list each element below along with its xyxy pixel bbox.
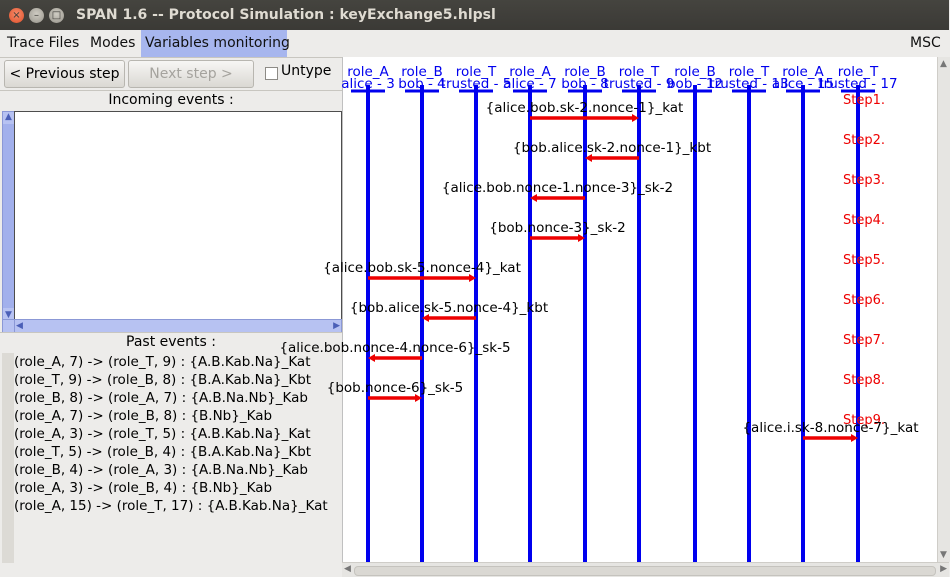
role-name: role_A [509,64,551,80]
message-label: {alice.bob.nonce-1.nonce-3}_sk-2 [442,180,673,196]
past-event-item[interactable]: (role_T, 5) -> (role_B, 4) : {B.A.Kab.Na… [14,444,312,460]
agent-label: alice - 15 [772,76,834,92]
agent-label: alice - 7 [503,76,557,92]
scroll-up-icon[interactable]: ▲ [940,59,947,69]
role-name: role_T [838,64,879,80]
incoming-horizontal-scrollbar[interactable]: ◀ ▶ [14,319,342,333]
past-event-item[interactable]: (role_T, 9) -> (role_B, 8) : {B.A.Kab.Na… [14,372,312,388]
scroll-left-icon[interactable]: ◀ [344,564,351,574]
agent-label: bob - 8 [561,76,608,92]
scroll-left-icon[interactable]: ◀ [16,321,23,331]
previous-step-button[interactable]: < Previous step [4,60,125,88]
role-name: role_B [401,64,443,80]
message-label: {alice.bob.nonce-4.nonce-6}_sk-5 [279,340,510,356]
next-step-button[interactable]: Next step > [128,60,254,88]
arrowhead [578,234,585,242]
menu-variables-monitoring[interactable]: Variables monitoring [141,30,290,57]
message-label: {bob.alice.sk-5.nonce-4}_kbt [350,300,548,316]
menu-modes[interactable]: Modes [90,35,136,51]
window-title: SPAN 1.6 -- Protocol Simulation : keyExc… [76,7,496,23]
close-icon[interactable]: × [9,8,24,23]
scroll-thumb[interactable] [354,566,936,576]
arrowhead [530,194,537,202]
title-bar: × – □ SPAN 1.6 -- Protocol Simulation : … [0,0,949,32]
maximize-icon[interactable]: □ [49,8,64,23]
step-label: Step4. [843,213,885,228]
role-name: role_T [619,64,660,80]
scroll-up-icon[interactable]: ▲ [5,112,12,122]
step-label: Step6. [843,293,885,308]
arrowhead [469,274,476,282]
msc-vertical-scrollbar[interactable]: ▲ ▼ [937,57,950,562]
message-label: {bob.nonce-6}_sk-5 [327,380,464,396]
agent-label: trusted - 9 [604,76,675,92]
past-events-label: Past events : [126,334,216,350]
role-name: role_B [674,64,716,80]
untype-label: Untype [281,63,332,79]
scroll-right-icon[interactable]: ▶ [940,564,947,574]
divider [0,90,342,91]
message-label: {bob.alice.sk-2.nonce-1}_kbt [513,140,711,156]
past-event-item[interactable]: (role_A, 7) -> (role_B, 8) : {B.Nb}_Kab [14,408,273,424]
past-event-item[interactable]: (role_A, 15) -> (role_T, 17) : {A.B.Kab.… [14,498,328,514]
scroll-down-icon[interactable]: ▼ [5,310,12,320]
agent-label: alice - 3 [341,76,395,92]
step-label: Step9. [843,413,885,428]
arrowhead [422,314,429,322]
message-label: {bob.nonce-3}_sk-2 [489,220,626,236]
message-label: {alice.bob.sk-2.nonce-1}_kat [486,100,684,116]
agent-label: bob - 4 [398,76,445,92]
untype-checkbox[interactable] [265,67,278,80]
past-event-item[interactable]: (role_A, 7) -> (role_T, 9) : {A.B.Kab.Na… [14,354,311,370]
arrowhead [415,394,422,402]
agent-label: trusted - 5 [441,76,512,92]
agent-label: trusted - 17 [818,76,897,92]
role-name: role_A [347,64,389,80]
role-name: role_B [564,64,606,80]
past-event-item[interactable]: (role_B, 8) -> (role_A, 7) : {A.B.Na.Nb}… [14,390,309,406]
agent-label: bob - 12 [667,76,723,92]
menu-msc[interactable]: MSC [910,35,941,51]
step-label: Step3. [843,173,885,188]
arrowhead [368,354,375,362]
step-label: Step1. [843,93,885,108]
step-label: Step7. [843,333,885,348]
incoming-events-list[interactable] [14,111,342,321]
past-events-list[interactable]: (role_A, 7) -> (role_T, 9) : {A.B.Kab.Na… [14,353,342,515]
role-name: role_T [456,64,497,80]
step-label: Step2. [843,133,885,148]
minimize-icon[interactable]: – [29,8,44,23]
step-label: Step5. [843,253,885,268]
msc-horizontal-scrollbar[interactable]: ◀ ▶ [342,562,949,577]
arrowhead [632,114,639,122]
arrowhead [851,434,858,442]
step-label: Step8. [843,373,885,388]
scroll-down-icon[interactable]: ▼ [940,550,947,560]
divider [0,332,342,333]
past-event-item[interactable]: (role_A, 3) -> (role_B, 4) : {B.Nb}_Kab [14,480,273,496]
role-name: role_T [729,64,770,80]
message-label: {alice.bob.sk-5.nonce-4}_kat [323,260,521,276]
agent-label: trusted - 13 [709,76,788,92]
message-label: {alice.i.sk-8.nonce-7}_kat [742,420,918,436]
menu-trace-files[interactable]: Trace Files [7,35,80,51]
past-event-item[interactable]: (role_A, 3) -> (role_T, 5) : {A.B.Kab.Na… [14,426,311,442]
scroll-right-icon[interactable]: ▶ [333,321,340,331]
menu-bar: Trace Files Modes Variables monitoring M… [0,30,949,58]
role-name: role_A [782,64,824,80]
past-events-gutter [2,353,14,563]
past-event-item[interactable]: (role_B, 4) -> (role_A, 3) : {A.B.Na.Nb}… [14,462,309,478]
arrowhead [585,154,592,162]
scroll-thumb[interactable] [3,124,15,308]
incoming-events-label: Incoming events : [108,92,234,108]
